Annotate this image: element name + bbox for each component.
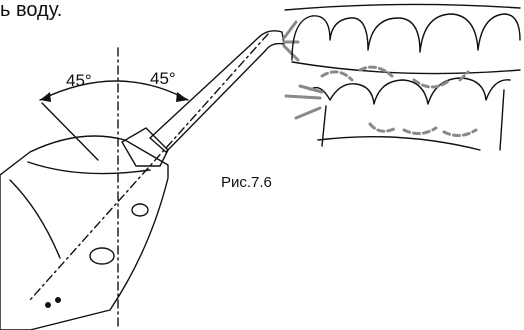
arc-arrow-right bbox=[176, 92, 188, 102]
handle-dot-1 bbox=[45, 302, 51, 308]
flow-arrows-upper bbox=[322, 67, 468, 87]
upper-teeth bbox=[292, 14, 520, 60]
handle-inner bbox=[10, 180, 60, 258]
lower-root-2 bbox=[500, 90, 504, 150]
handle-body bbox=[0, 136, 168, 330]
angle-label-left: 45° bbox=[66, 71, 92, 90]
flow-arrows-lower bbox=[370, 124, 476, 136]
handle-dot-2 bbox=[55, 297, 61, 303]
upper-gum bbox=[285, 4, 520, 10]
angle-label-right: 45° bbox=[150, 69, 176, 88]
lower-teeth bbox=[310, 78, 510, 104]
handle-button bbox=[132, 204, 148, 216]
handle-seam bbox=[28, 162, 150, 174]
lower-gum bbox=[318, 137, 480, 150]
spray-jet bbox=[284, 22, 298, 60]
arc-arrow-left bbox=[40, 92, 51, 102]
upper-teeth-base bbox=[292, 62, 520, 74]
handle-switch bbox=[90, 248, 114, 264]
lower-spray bbox=[286, 86, 322, 118]
angle-ref-line bbox=[42, 103, 98, 160]
